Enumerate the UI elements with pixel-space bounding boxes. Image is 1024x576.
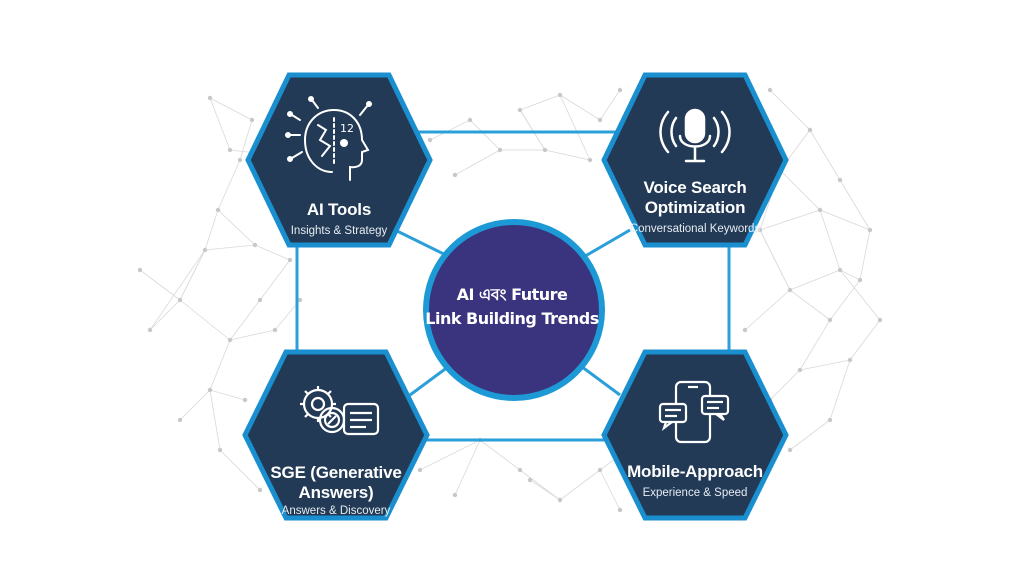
node-subtitle: Answers & Discovery [281,505,391,517]
network-dot [827,317,833,323]
node-title-line2: Answers) [298,483,374,502]
network-dot [742,327,748,333]
node-title-line2: Optimization [644,198,746,217]
network-dot [257,297,263,303]
network-dot [452,492,458,498]
network-dot [207,95,213,101]
ai-head-icon: 12 [285,96,372,181]
smartphone-chat-icon [658,380,730,444]
hex-node-mobile [601,349,789,521]
network-dot [517,107,523,113]
network-dot [807,127,813,133]
node-subtitle: Conversational Keywords [629,223,761,235]
microphone-icon [659,108,731,163]
network-dot [137,267,143,273]
center-title-line1: AI এবং Future [456,285,568,304]
network-dot [287,257,293,263]
network-dot [617,87,623,93]
network-dot [587,157,593,163]
network-dot [867,227,873,233]
network-dot [217,447,223,453]
network-dot [427,137,433,143]
network-dot [787,447,793,453]
hex-node-ai-tools [245,72,433,248]
node-ai-tools: AI Tools Insights & Strategy [239,200,439,239]
network-dot [227,147,233,153]
hex-node-sge [242,349,430,521]
network-dot [847,357,853,363]
network-dot [817,207,823,213]
center-title-line2: Link Building Trends [425,309,599,328]
network-dot [757,227,763,233]
network-dot [557,497,563,503]
network-dot [497,147,503,153]
network-dot [597,117,603,123]
network-dot [257,487,263,493]
node-subtitle: Experience & Speed [642,487,748,499]
network-dot [797,367,803,373]
network-dot [597,467,603,473]
network-dot [417,467,423,473]
network-dot [767,87,773,93]
network-dot [272,327,278,333]
node-title: AI Tools [306,200,372,219]
node-title-line1: SGE (Generative [270,463,402,482]
node-title-line1: Voice Search [643,178,747,197]
network-dot [857,277,863,283]
network-dot [249,117,255,123]
connector-frame [295,130,731,442]
network-dot [215,207,221,213]
node-voice-search: Voice Search Optimization Conversational… [595,178,795,237]
network-dot [467,117,473,123]
network-dot [837,267,843,273]
center-title: AI এবং Future Link Building Trends [422,283,602,331]
network-dot [177,297,183,303]
network-dot [252,242,258,248]
network-dot [527,477,533,483]
network-dot [877,317,883,323]
network-dot [557,92,563,98]
network-dot [787,287,793,293]
gear-document-icon [300,386,380,436]
center-hub [423,219,605,401]
node-mobile: Mobile-Approach Experience & Speed [595,462,795,501]
node-subtitle: Insights & Strategy [290,225,388,237]
network-dot [147,327,153,333]
network-dot [452,172,458,178]
network-dot [207,387,213,393]
svg-text:12: 12 [340,122,354,135]
network-dot [237,157,243,163]
network-dot [542,147,548,153]
network-dot [617,507,623,513]
network-dot [297,297,303,303]
network-dot [202,247,208,253]
network-dot [837,177,843,183]
network-dot [242,397,248,403]
network-dot [827,417,833,423]
network-dot [177,417,183,423]
node-sge: SGE (Generative Answers) Answers & Disco… [236,463,436,519]
node-title: Mobile-Approach [627,462,763,481]
network-dot [517,467,523,473]
network-dot [227,337,233,343]
